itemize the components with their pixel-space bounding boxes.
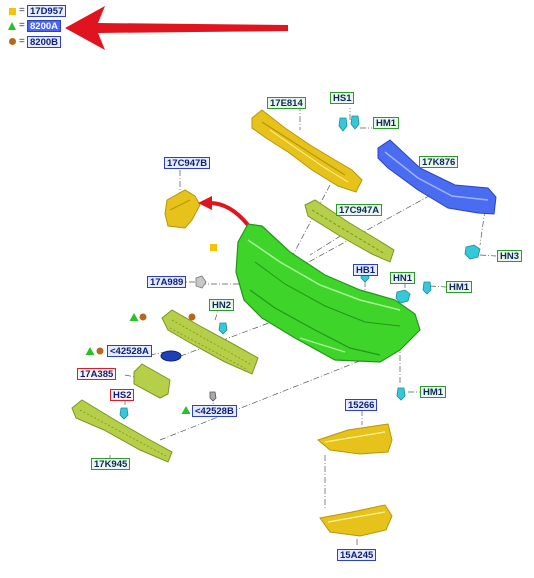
label-hm1-low[interactable]: HM1 bbox=[420, 386, 447, 398]
legend-eq: = bbox=[19, 5, 25, 16]
marker-triangle-8200a bbox=[85, 347, 95, 355]
label-17c947b[interactable]: 17C947B bbox=[164, 157, 211, 169]
legend-triangle-icon bbox=[8, 22, 16, 30]
label-42528a[interactable]: <42528A bbox=[107, 345, 152, 357]
marker-circle-8200b bbox=[96, 347, 104, 355]
red-pointer-arrow bbox=[65, 6, 288, 50]
marker-triangle-8200a bbox=[129, 313, 139, 321]
label-hs1[interactable]: HS1 bbox=[330, 92, 355, 104]
legend-eq: = bbox=[19, 20, 25, 31]
part-17a989[interactable] bbox=[195, 275, 207, 289]
part-front-bumper[interactable] bbox=[235, 223, 421, 363]
clip-hm1-mid[interactable] bbox=[422, 281, 432, 295]
label-hn2[interactable]: HN2 bbox=[209, 299, 235, 311]
label-17e814[interactable]: 17E814 bbox=[267, 97, 306, 109]
part-17c947b[interactable] bbox=[164, 189, 201, 229]
clip-hn1[interactable] bbox=[395, 289, 411, 304]
legend-square-icon bbox=[9, 8, 16, 15]
part-15266[interactable] bbox=[316, 423, 393, 455]
legend-circle-icon bbox=[9, 38, 16, 45]
label-15266[interactable]: 15266 bbox=[345, 399, 378, 411]
marker-square-17d957 bbox=[210, 244, 217, 251]
legend-code-8200b[interactable]: 8200B bbox=[27, 36, 61, 48]
label-17a989[interactable]: 17A989 bbox=[147, 276, 187, 288]
label-hm1-top[interactable]: HM1 bbox=[373, 117, 400, 129]
clip-hn2[interactable] bbox=[218, 322, 228, 335]
legend-code-17d957[interactable]: 17D957 bbox=[27, 5, 67, 17]
part-17c947a[interactable] bbox=[304, 199, 395, 263]
part-15a245[interactable] bbox=[319, 504, 393, 537]
label-hn3[interactable]: HN3 bbox=[497, 250, 523, 262]
label-15a245[interactable]: 15A245 bbox=[337, 549, 377, 561]
label-hs2[interactable]: HS2 bbox=[110, 389, 135, 401]
part-17e814[interactable] bbox=[251, 109, 363, 193]
label-hn1[interactable]: HN1 bbox=[390, 272, 416, 284]
part-17k876[interactable] bbox=[377, 139, 497, 215]
label-17c947a[interactable]: 17C947A bbox=[336, 204, 383, 216]
label-17a385[interactable]: 17A385 bbox=[77, 368, 117, 380]
clip-hs2[interactable] bbox=[119, 407, 129, 420]
clip-hm1-low[interactable] bbox=[396, 387, 406, 401]
curved-red-arrow bbox=[198, 196, 250, 227]
label-hm1-mid[interactable]: HM1 bbox=[446, 281, 473, 293]
label-17k876[interactable]: 17K876 bbox=[419, 156, 459, 168]
part-17a385[interactable] bbox=[133, 363, 171, 399]
clip-hs1[interactable] bbox=[338, 115, 360, 132]
marker-circle-8200b bbox=[139, 313, 147, 321]
part-upper-grille[interactable] bbox=[161, 309, 259, 375]
label-17k945[interactable]: 17K945 bbox=[91, 458, 131, 470]
legend-code-8200a[interactable]: 8200A bbox=[27, 20, 61, 32]
part-42528a-emblem[interactable] bbox=[160, 350, 182, 362]
part-17k945[interactable] bbox=[71, 399, 173, 463]
label-42528b[interactable]: <42528B bbox=[192, 405, 237, 417]
label-hb1[interactable]: HB1 bbox=[353, 264, 379, 276]
part-42528b[interactable] bbox=[209, 391, 217, 402]
marker-triangle-8200a bbox=[181, 406, 191, 414]
clip-hn3[interactable] bbox=[464, 244, 481, 260]
marker-circle-8200b bbox=[188, 313, 196, 321]
legend-eq: = bbox=[19, 36, 25, 47]
